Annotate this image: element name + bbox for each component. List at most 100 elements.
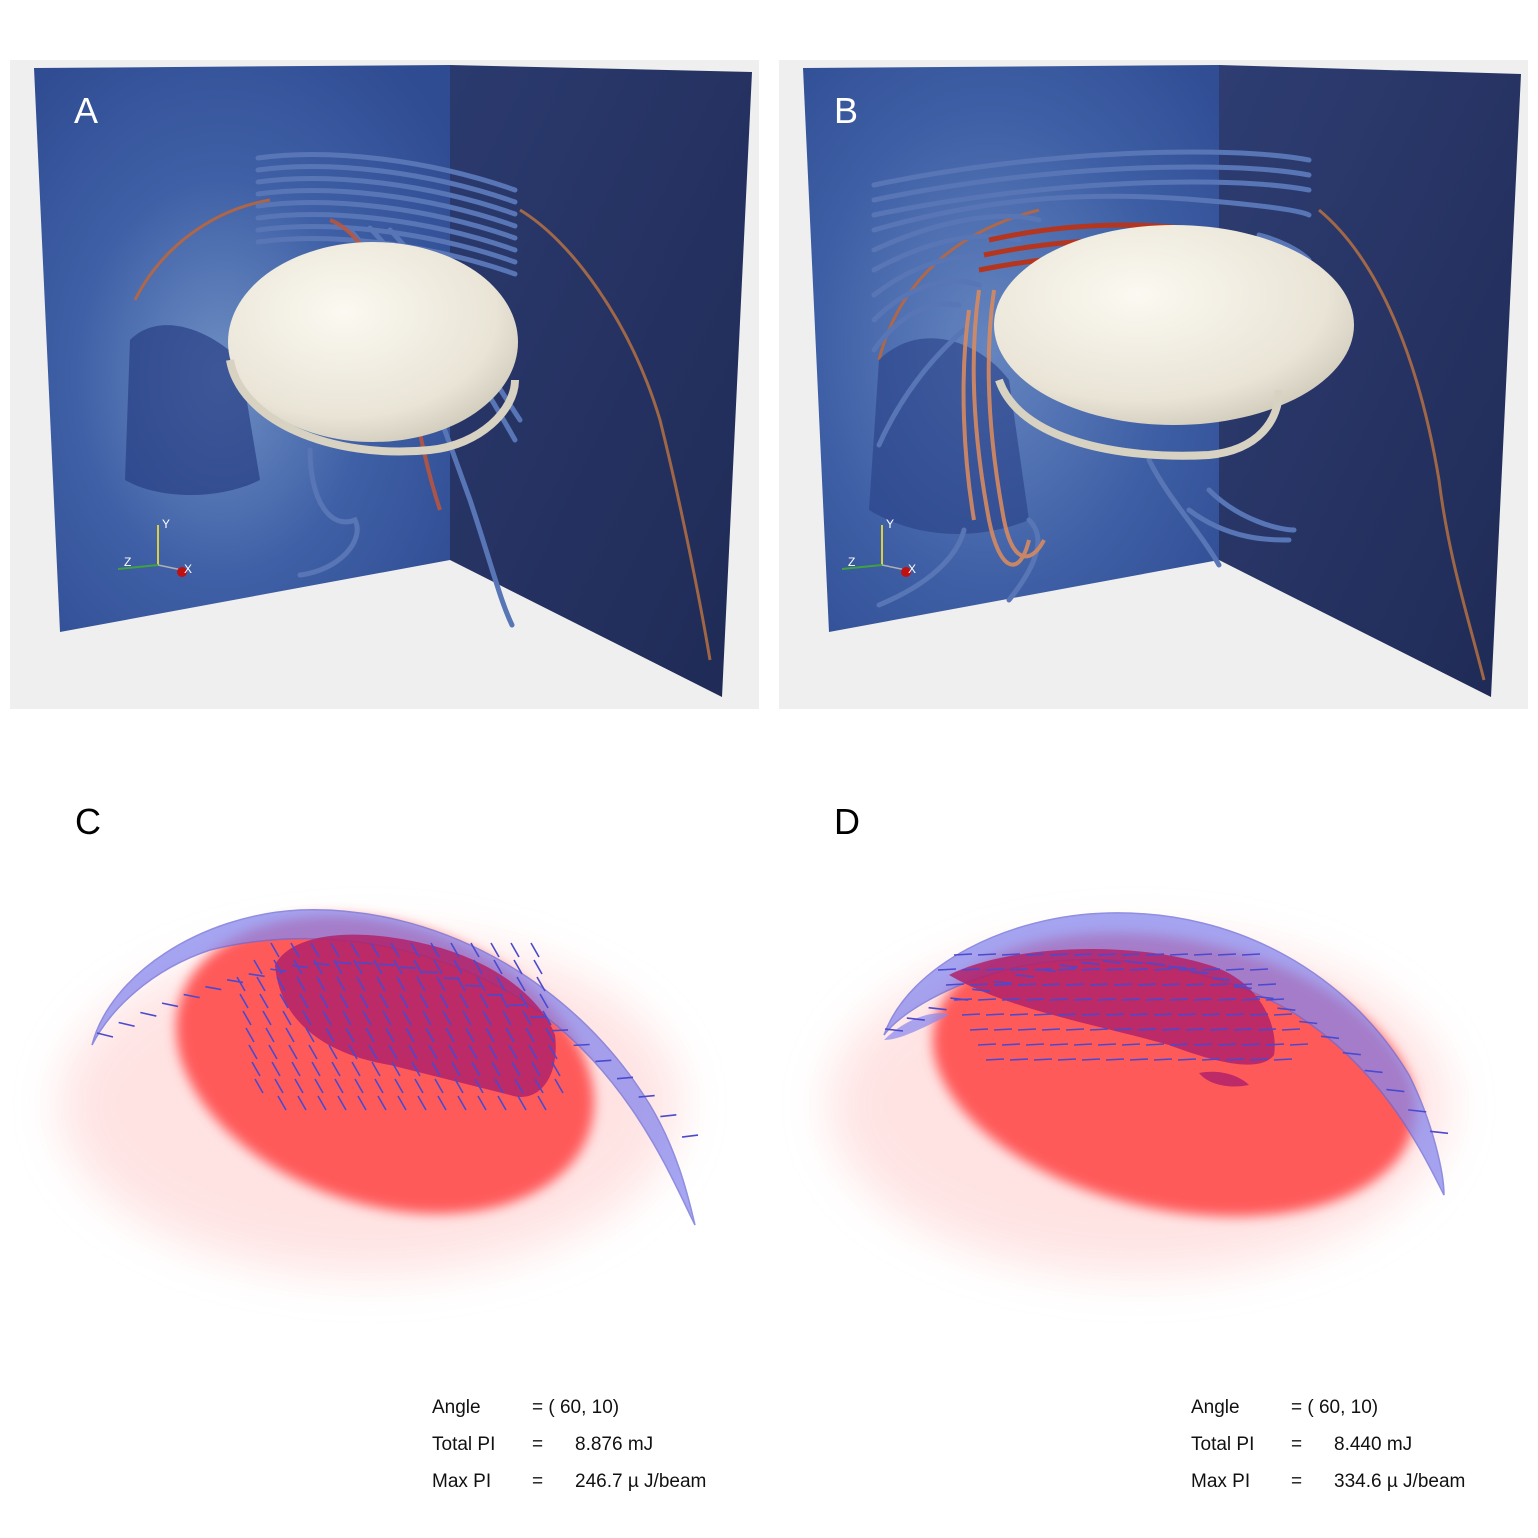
- polarization-vector: [969, 983, 989, 986]
- polarization-vector: [1169, 1043, 1189, 1046]
- polarization-vector: [528, 1044, 538, 1060]
- polarization-vector: [1025, 1043, 1045, 1046]
- polarization-vector: [379, 993, 389, 1009]
- polarization-vector: [1190, 970, 1209, 975]
- polarization-vector: [1081, 961, 1100, 966]
- polarization-vector: [638, 1094, 655, 1098]
- polarization-vector: [1217, 1043, 1237, 1046]
- polarization-vector: [1105, 1013, 1125, 1016]
- polarization-vector: [342, 1010, 352, 1026]
- polarization-vector: [548, 1044, 558, 1060]
- polarization-vector: [1049, 998, 1069, 1001]
- panel-c-render: [10, 775, 759, 1335]
- polarization-vector: [336, 976, 346, 992]
- polarization-vector: [270, 968, 287, 973]
- polarization-vector: [1193, 953, 1213, 956]
- polarization-vector: [1289, 1043, 1309, 1046]
- polarization-vector: [311, 1061, 321, 1077]
- polarization-vector: [396, 976, 406, 992]
- polarization-vector: [1265, 1043, 1285, 1046]
- svg-text:X: X: [908, 562, 916, 576]
- polarization-vector: [499, 993, 509, 1009]
- polarization-vector: [251, 1061, 261, 1077]
- cloud-isosurface: [994, 225, 1354, 425]
- polarization-vector: [439, 993, 449, 1009]
- polarization-vector: [1364, 1069, 1383, 1074]
- polarization-vector: [928, 1006, 947, 1011]
- polarization-vector: [1249, 968, 1269, 971]
- polarization-vector: [573, 1043, 590, 1047]
- max-pi-eq: =: [532, 1471, 544, 1492]
- polarization-vector: [1121, 1043, 1141, 1046]
- polarization-vector: [1241, 998, 1261, 1001]
- polarization-vector: [1211, 977, 1231, 981]
- cloud-isosurface: [228, 242, 518, 442]
- polarized-core: [275, 934, 556, 1097]
- polarization-vector: [1277, 1007, 1296, 1011]
- polarization-vector: [1001, 953, 1021, 956]
- polarization-vector: [322, 1010, 332, 1026]
- angle-value: = ( 60, 10): [1291, 1397, 1379, 1418]
- polarization-vector: [1065, 1028, 1085, 1031]
- polarization-vector: [1225, 968, 1245, 971]
- polarization-vector: [1017, 1028, 1037, 1031]
- polarization-vector: [533, 959, 543, 975]
- polarization-vector: [1217, 998, 1237, 1001]
- polarization-vector: [382, 1010, 392, 1026]
- polarization-vector: [339, 993, 349, 1009]
- polarization-vector: [1281, 1028, 1301, 1031]
- polarization-vector: [516, 976, 526, 992]
- polarization-vector: [405, 1027, 415, 1043]
- total-pi-label: Total PI: [432, 1434, 496, 1455]
- polarized-core: [949, 948, 1275, 1065]
- polarization-vector: [183, 993, 200, 999]
- polarization-vector: [285, 1027, 295, 1043]
- panel-a-render: Y Z X: [10, 60, 759, 709]
- polarization-vector: [425, 1027, 435, 1043]
- polarization-vector: [1177, 968, 1197, 971]
- polarization-vector: [1059, 964, 1078, 968]
- polarization-vector: [985, 1058, 1005, 1061]
- max-pi-label: Max PI: [432, 1471, 492, 1492]
- polarization-vector: [1249, 1058, 1269, 1061]
- polarization-vector: [1201, 1058, 1221, 1061]
- polarization-vector: [502, 1010, 512, 1026]
- polarization-vector: [551, 1029, 569, 1032]
- polarization-vector: [248, 973, 265, 978]
- panel-d: D Angle= ( 60, 10) Total PI=8.440 mJ Max…: [779, 775, 1528, 1520]
- panel-label-c: C: [75, 801, 101, 842]
- polarization-vector: [539, 993, 549, 1009]
- polarization-vector: [961, 968, 981, 971]
- polarization-vector: [328, 1044, 338, 1060]
- polarization-vector: [961, 1013, 981, 1016]
- polarization-vector: [445, 1027, 455, 1043]
- polarization-vector: [1097, 998, 1117, 1001]
- polarization-vector: [1193, 1043, 1213, 1046]
- polarization-vector: [985, 968, 1005, 971]
- polarization-vector: [1177, 1058, 1197, 1061]
- polarization-vector: [1015, 974, 1034, 978]
- polarization-vector: [1097, 953, 1117, 956]
- polarization-vector: [514, 1078, 524, 1094]
- polarization-vector: [417, 1095, 427, 1111]
- polarization-vector: [1153, 1058, 1173, 1061]
- total-pi-value: 8.440 mJ: [1334, 1434, 1413, 1455]
- polarization-vector: [474, 1078, 484, 1094]
- polarization-vector: [977, 953, 997, 956]
- polarization-vector: [297, 1095, 307, 1111]
- polarization-vector: [430, 942, 440, 958]
- polarization-vector: [385, 1027, 395, 1043]
- polarization-vector: [1161, 1028, 1181, 1031]
- polarization-vector: [434, 1078, 444, 1094]
- polarization-vector: [551, 1061, 561, 1077]
- polarization-vector: [937, 968, 957, 971]
- polarization-vector: [262, 1010, 272, 1026]
- polarization-vector: [545, 1027, 555, 1043]
- polarization-vector: [397, 1095, 407, 1111]
- polarization-vector: [454, 1078, 464, 1094]
- polarization-vector: [906, 1017, 925, 1021]
- polarization-vector: [1137, 1028, 1157, 1031]
- polarization-vector: [969, 1028, 989, 1031]
- polarization-vector: [1145, 953, 1165, 956]
- polarization-vector: [1408, 1109, 1427, 1113]
